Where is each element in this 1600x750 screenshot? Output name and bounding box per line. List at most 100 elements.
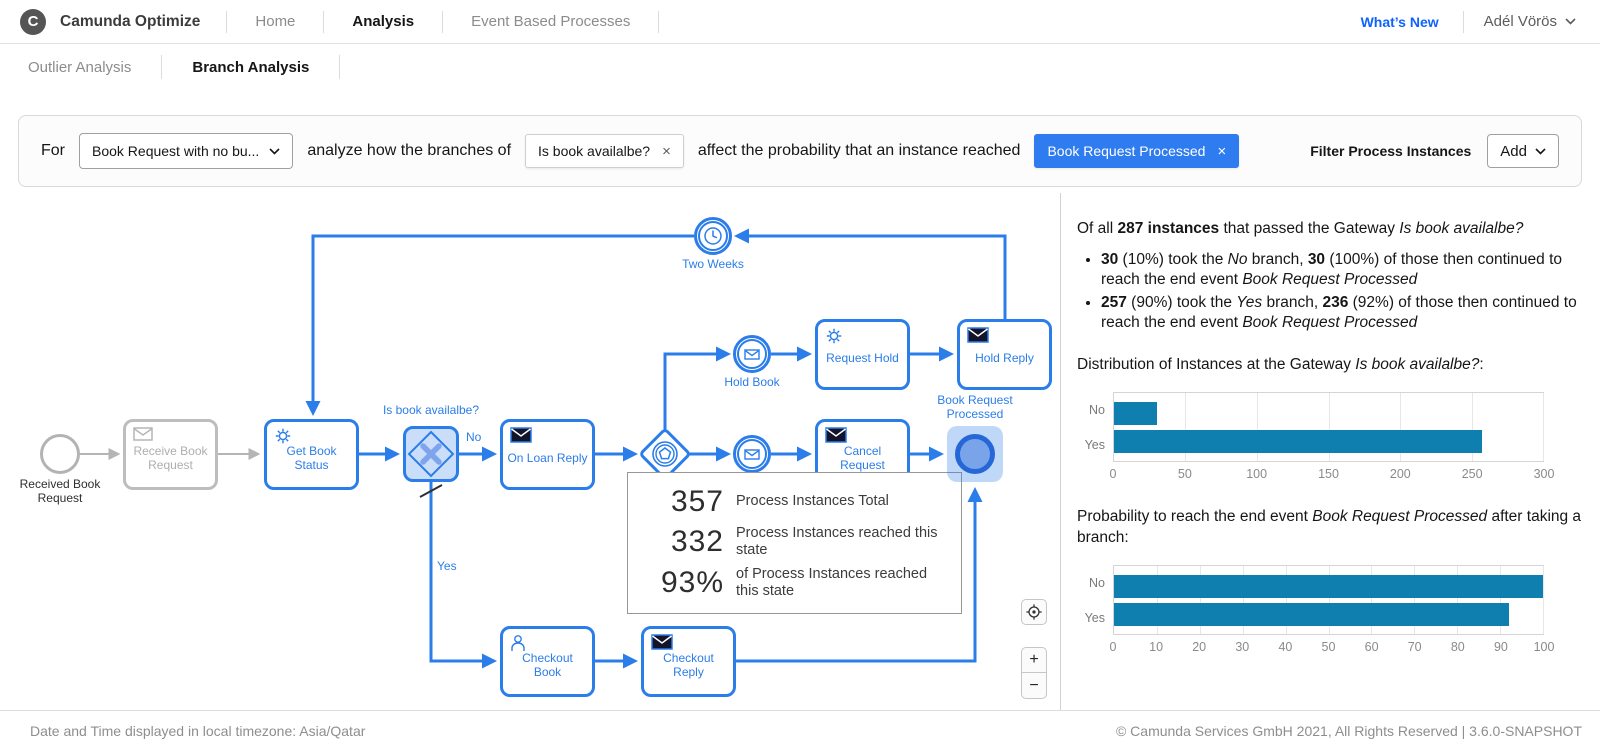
task-label: Hold Reply [975,350,1034,365]
start-event-received-book-request[interactable] [40,434,80,474]
yes-branch-summary: 257 (90%) took the Yes branch, 236 (92%)… [1101,293,1584,333]
instances-total-label: Process Instances Total [736,493,889,510]
task-label: Receive Book Request [133,443,208,472]
divider [323,10,325,33]
bpmn-diagram-canvas[interactable]: Received Book Request Receive Book Reque… [0,193,1060,710]
process-definition-select[interactable]: Book Request with no bu... [79,133,294,169]
yes-branch-label: Yes [437,559,457,573]
gridline [1328,393,1330,462]
instances-reached-label: Process Instances reached this state [736,525,938,559]
gridline [1457,566,1459,635]
x-tick-label: 250 [1461,467,1483,482]
gridline [1399,393,1401,462]
message-icon [133,427,153,441]
event-message-catch[interactable] [733,435,771,473]
nav-event-based-processes[interactable]: Event Based Processes [471,13,631,30]
distribution-chart-title: Distribution of Instances at the Gateway… [1077,356,1484,374]
task-label: Checkout Reply [663,650,714,679]
task-checkout-reply[interactable]: Checkout Reply [641,626,736,697]
app-title: Camunda Optimize [60,12,201,30]
branch-summary-list: 30 (10%) took the No branch, 30 (100%) o… [1081,250,1584,334]
gridline [1156,566,1158,635]
start-event-label: Received Book Request [19,477,101,506]
end-event-circle [955,434,995,474]
task-on-loan-reply[interactable]: On Loan Reply [500,419,595,490]
remove-gateway-icon[interactable]: × [662,142,671,160]
gateway-label: Is book availalbe? [382,403,480,417]
tab-branch-analysis[interactable]: Branch Analysis [192,58,310,76]
gateway-summary-text: Of all 287 instances that passed the Gat… [1077,220,1524,237]
x-tick-label: 200 [1389,467,1411,482]
x-tick-label: 0 [1109,467,1117,482]
bar-no [1114,401,1157,425]
gridline [1185,393,1187,462]
bar-yes [1114,602,1509,626]
task-get-book-status[interactable]: Get Book Status [264,419,359,490]
gridline [1256,393,1258,462]
center-target-icon [1026,604,1042,620]
branches-text: analyze how the branches of [307,142,512,159]
nav-home[interactable]: Home [255,13,296,30]
zoom-in-button[interactable]: + [1021,647,1047,673]
y-tick-label: No [1089,575,1105,590]
nav-analysis[interactable]: Analysis [352,13,415,30]
divider [442,10,444,33]
copyright-text: © Camunda Services GmbH 2021, All Rights… [1115,722,1582,739]
event-based-gateway[interactable] [638,427,692,481]
divider [1462,10,1464,33]
whats-new-link[interactable]: What’s New [1360,13,1439,30]
for-label: For [41,142,65,159]
x-tick-label: 50 [1321,640,1336,655]
event-ring [737,339,767,369]
probability-text: affect the probability that an instance … [697,142,1021,159]
event-hold-book[interactable] [733,335,771,373]
service-gear-icon [826,328,842,344]
end-event-chip[interactable]: Book Request Processed × [1034,134,1240,168]
task-request-hold[interactable]: Request Hold [815,319,910,390]
y-tick-label: No [1089,402,1105,417]
end-event-chip-label: Book Request Processed [1047,143,1206,159]
task-label: Request Hold [826,350,899,365]
gridline [1543,393,1544,462]
x-tick-label: 10 [1149,640,1164,655]
chevron-down-icon [1565,18,1576,25]
task-checkout-book[interactable]: Checkout Book [500,626,595,697]
event-ring [737,439,767,469]
gateway-chip-label: Is book availalbe? [538,143,651,159]
task-receive-book-request[interactable]: Receive Book Request [123,419,218,490]
gateway-is-book-available[interactable] [403,426,459,482]
add-filter-label: Add [1500,142,1527,160]
x-tick-label: 100 [1533,640,1555,655]
event-ring [698,221,728,251]
x-tick-label: 20 [1192,640,1207,655]
gateway-chip[interactable]: Is book availalbe? × [525,134,684,168]
user-menu[interactable]: Adél Vörös [1484,13,1576,30]
two-weeks-label: Two Weeks [682,257,744,271]
x-tick-label: 60 [1364,640,1379,655]
probability-chart-plot [1113,565,1544,636]
process-definition-value: Book Request with no bu... [92,143,260,159]
zoom-out-button[interactable]: − [1021,673,1047,699]
x-tick-label: 150 [1318,467,1339,482]
end-event-book-request-processed[interactable] [947,426,1003,482]
gridline [1328,566,1330,635]
branch-analysis-panel: Of all 287 instances that passed the Gat… [1060,193,1600,710]
remove-end-event-icon[interactable]: × [1217,142,1227,160]
event-two-weeks-timer[interactable] [694,217,732,255]
x-tick-label: 70 [1407,640,1422,655]
task-hold-reply[interactable]: Hold Reply [957,319,1052,390]
message-filled-icon [651,634,673,650]
instances-reached-value: 332 [670,525,724,559]
x-tick-label: 30 [1235,640,1250,655]
node-statistics-tooltip: 357 Process Instances Total 332 Process … [627,472,962,614]
analysis-config-bar: For Book Request with no bu... analyze h… [18,115,1582,187]
gridline [1500,566,1502,635]
tab-outlier-analysis[interactable]: Outlier Analysis [28,58,132,76]
add-filter-button[interactable]: Add [1487,134,1559,168]
gridline [1285,566,1287,635]
reset-zoom-button[interactable] [1021,599,1047,625]
